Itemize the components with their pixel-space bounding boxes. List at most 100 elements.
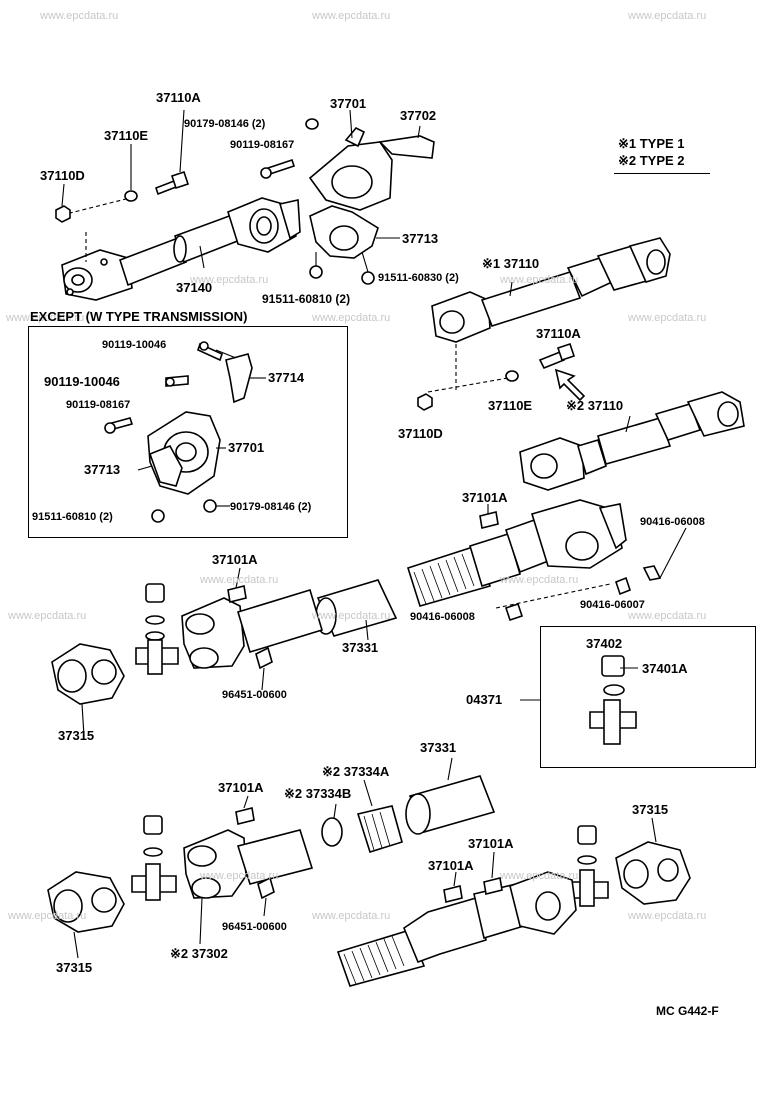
slip-yoke-shaft-middle [406, 499, 627, 607]
leader-37302 [199, 897, 203, 945]
part-label-37315-a: 37315 [58, 728, 95, 743]
front-flange-yoke-37140 [61, 249, 133, 301]
part-label-90416-06007: 90416-06007 [580, 599, 645, 611]
spider-cups-bottom-right-icon [565, 825, 609, 907]
part-label-37110-type2: ※2 37110 [566, 398, 624, 413]
part-label-90416-06008-b: 90416-06008 [410, 611, 475, 623]
part-label-37101A-1: 37101A [462, 490, 508, 505]
watermark: www.epcdata.ru [628, 10, 707, 22]
part-label-37714: 37714 [268, 370, 305, 385]
leader-37101A-2 [235, 567, 241, 589]
clip-37101A-4-icon [443, 885, 463, 903]
part-label-37331-low: 37331 [420, 740, 457, 755]
propeller-shaft-type1 [431, 237, 671, 343]
flange-yoke-37315-b [47, 871, 125, 933]
leader-37110-t2 [625, 415, 631, 433]
leader-37101A-4 [453, 871, 457, 887]
part-label-37701-top: 37701 [330, 96, 367, 111]
leader-37315-c [651, 817, 657, 843]
grease-fitting-90416-06007-icon [615, 576, 631, 596]
leader-37334B [333, 803, 337, 819]
part-label-37110E-top: 37110E [104, 128, 149, 143]
watermark: www.epcdata.ru [8, 610, 87, 622]
part-label-37302: ※2 37302 [170, 946, 228, 961]
leader-37110D-top [61, 183, 65, 207]
part-label-90119-08167-box: 90119-08167 [66, 399, 131, 411]
part-label-37702: 37702 [400, 108, 437, 123]
part-label-90179-08146-top: 90179-08146 (2) [184, 118, 266, 130]
part-label-96451-00600-b: 96451-00600 [222, 921, 287, 933]
part-label-90119-08167-top: 90119-08167 [230, 139, 295, 151]
bolt-37110A-mid-icon [538, 342, 576, 370]
grease-fitting-90416-06008-icon [642, 565, 662, 581]
except-box [28, 326, 348, 538]
leader-96451-b [263, 897, 267, 917]
watermark: www.epcdata.ru [40, 10, 119, 22]
watermark: www.epcdata.ru [628, 610, 707, 622]
grease-fitting-96451-b-icon [257, 876, 275, 900]
spider-cups-middle-icon [135, 583, 179, 675]
part-label-37713-top: 37713 [402, 231, 439, 246]
part-label-37101A-3: 37101A [218, 780, 264, 795]
part-label-37401A: 37401A [642, 661, 688, 676]
nut-90179-08146-icon [305, 118, 319, 130]
except-box-title: EXCEPT (W TYPE TRANSMISSION) [30, 309, 248, 324]
watermark: www.epcdata.ru [312, 910, 391, 922]
watermark: www.epcdata.ru [8, 910, 87, 922]
part-label-37713-box: 37713 [84, 462, 121, 477]
watermark: www.epcdata.ru [190, 274, 269, 286]
center-bearing-support-37701 [308, 127, 393, 211]
leader-96451-a [261, 667, 265, 691]
part-label-90416-06008-a: 90416-06008 [640, 516, 705, 528]
legend-type2: ※2 TYPE 2 [618, 153, 685, 168]
leader-37315-a [81, 703, 85, 737]
part-label-37331-mid: 37331 [342, 640, 379, 655]
leader-37101A-3 [243, 795, 249, 809]
bolt-90119-10046-b-icon [165, 375, 189, 387]
boot-37331-bottom [405, 775, 496, 835]
watermark: www.epcdata.ru [312, 610, 391, 622]
bolt-91511-60830-icon [361, 251, 375, 285]
leader-37315-b [73, 931, 79, 959]
boot-37334A-bottom [356, 805, 403, 854]
watermark: www.epcdata.ru [500, 870, 579, 882]
part-label-90119-10046-a: 90119-10046 [102, 339, 167, 351]
bolt-91511-60810-icon [309, 252, 323, 279]
watermark: www.epcdata.ru [312, 312, 391, 324]
leader-37713-box [137, 465, 153, 471]
bolt-90119-08167-box-icon [104, 417, 134, 434]
cushion-37713-box [148, 444, 183, 487]
leader-90119-10046-a [215, 349, 237, 359]
leader-37331-low [447, 757, 453, 781]
part-label-91511-60810-box: 91511-60810 (2) [32, 511, 113, 523]
legend-type1: ※1 TYPE 1 [618, 136, 685, 151]
washer-37110E-icon [124, 190, 138, 202]
clamp-37334B-bottom [321, 817, 343, 847]
part-label-37110E-mid: 37110E [488, 398, 533, 413]
watermark: www.epcdata.ru [200, 870, 279, 882]
bracket-37702 [378, 135, 435, 159]
part-label-37110D-mid: 37110D [398, 426, 443, 441]
leader-90416-06008-a [659, 527, 687, 579]
spider-kit-box [540, 626, 756, 768]
part-label-37334B: ※2 37334B [284, 786, 352, 801]
yoke-shaft-37302 [183, 829, 314, 899]
watermark: www.epcdata.ru [628, 910, 707, 922]
washer-37110E-mid-icon [505, 370, 519, 382]
bolt-90119-10046-a-icon [197, 341, 223, 362]
leader-37140 [199, 245, 205, 269]
part-label-37315-b: 37315 [632, 802, 669, 817]
watermark: www.epcdata.ru [200, 574, 279, 586]
part-label-37110-type1: ※1 37110 [482, 256, 540, 271]
arrow-type2-icon [554, 368, 586, 402]
part-label-37334A: ※2 37334A [322, 764, 390, 779]
bolt-90119-08167-icon [260, 158, 296, 179]
yoke-shaft-middle-left [181, 588, 323, 669]
slip-shaft-bottom [336, 871, 577, 987]
part-label-90179-08146-box: 90179-08146 (2) [230, 501, 312, 513]
flange-yoke-37315-a [51, 643, 125, 705]
leader-37334A [363, 779, 373, 807]
spider-cups-bottom-left-icon [131, 815, 177, 901]
spider-kit-04371 [589, 655, 637, 745]
